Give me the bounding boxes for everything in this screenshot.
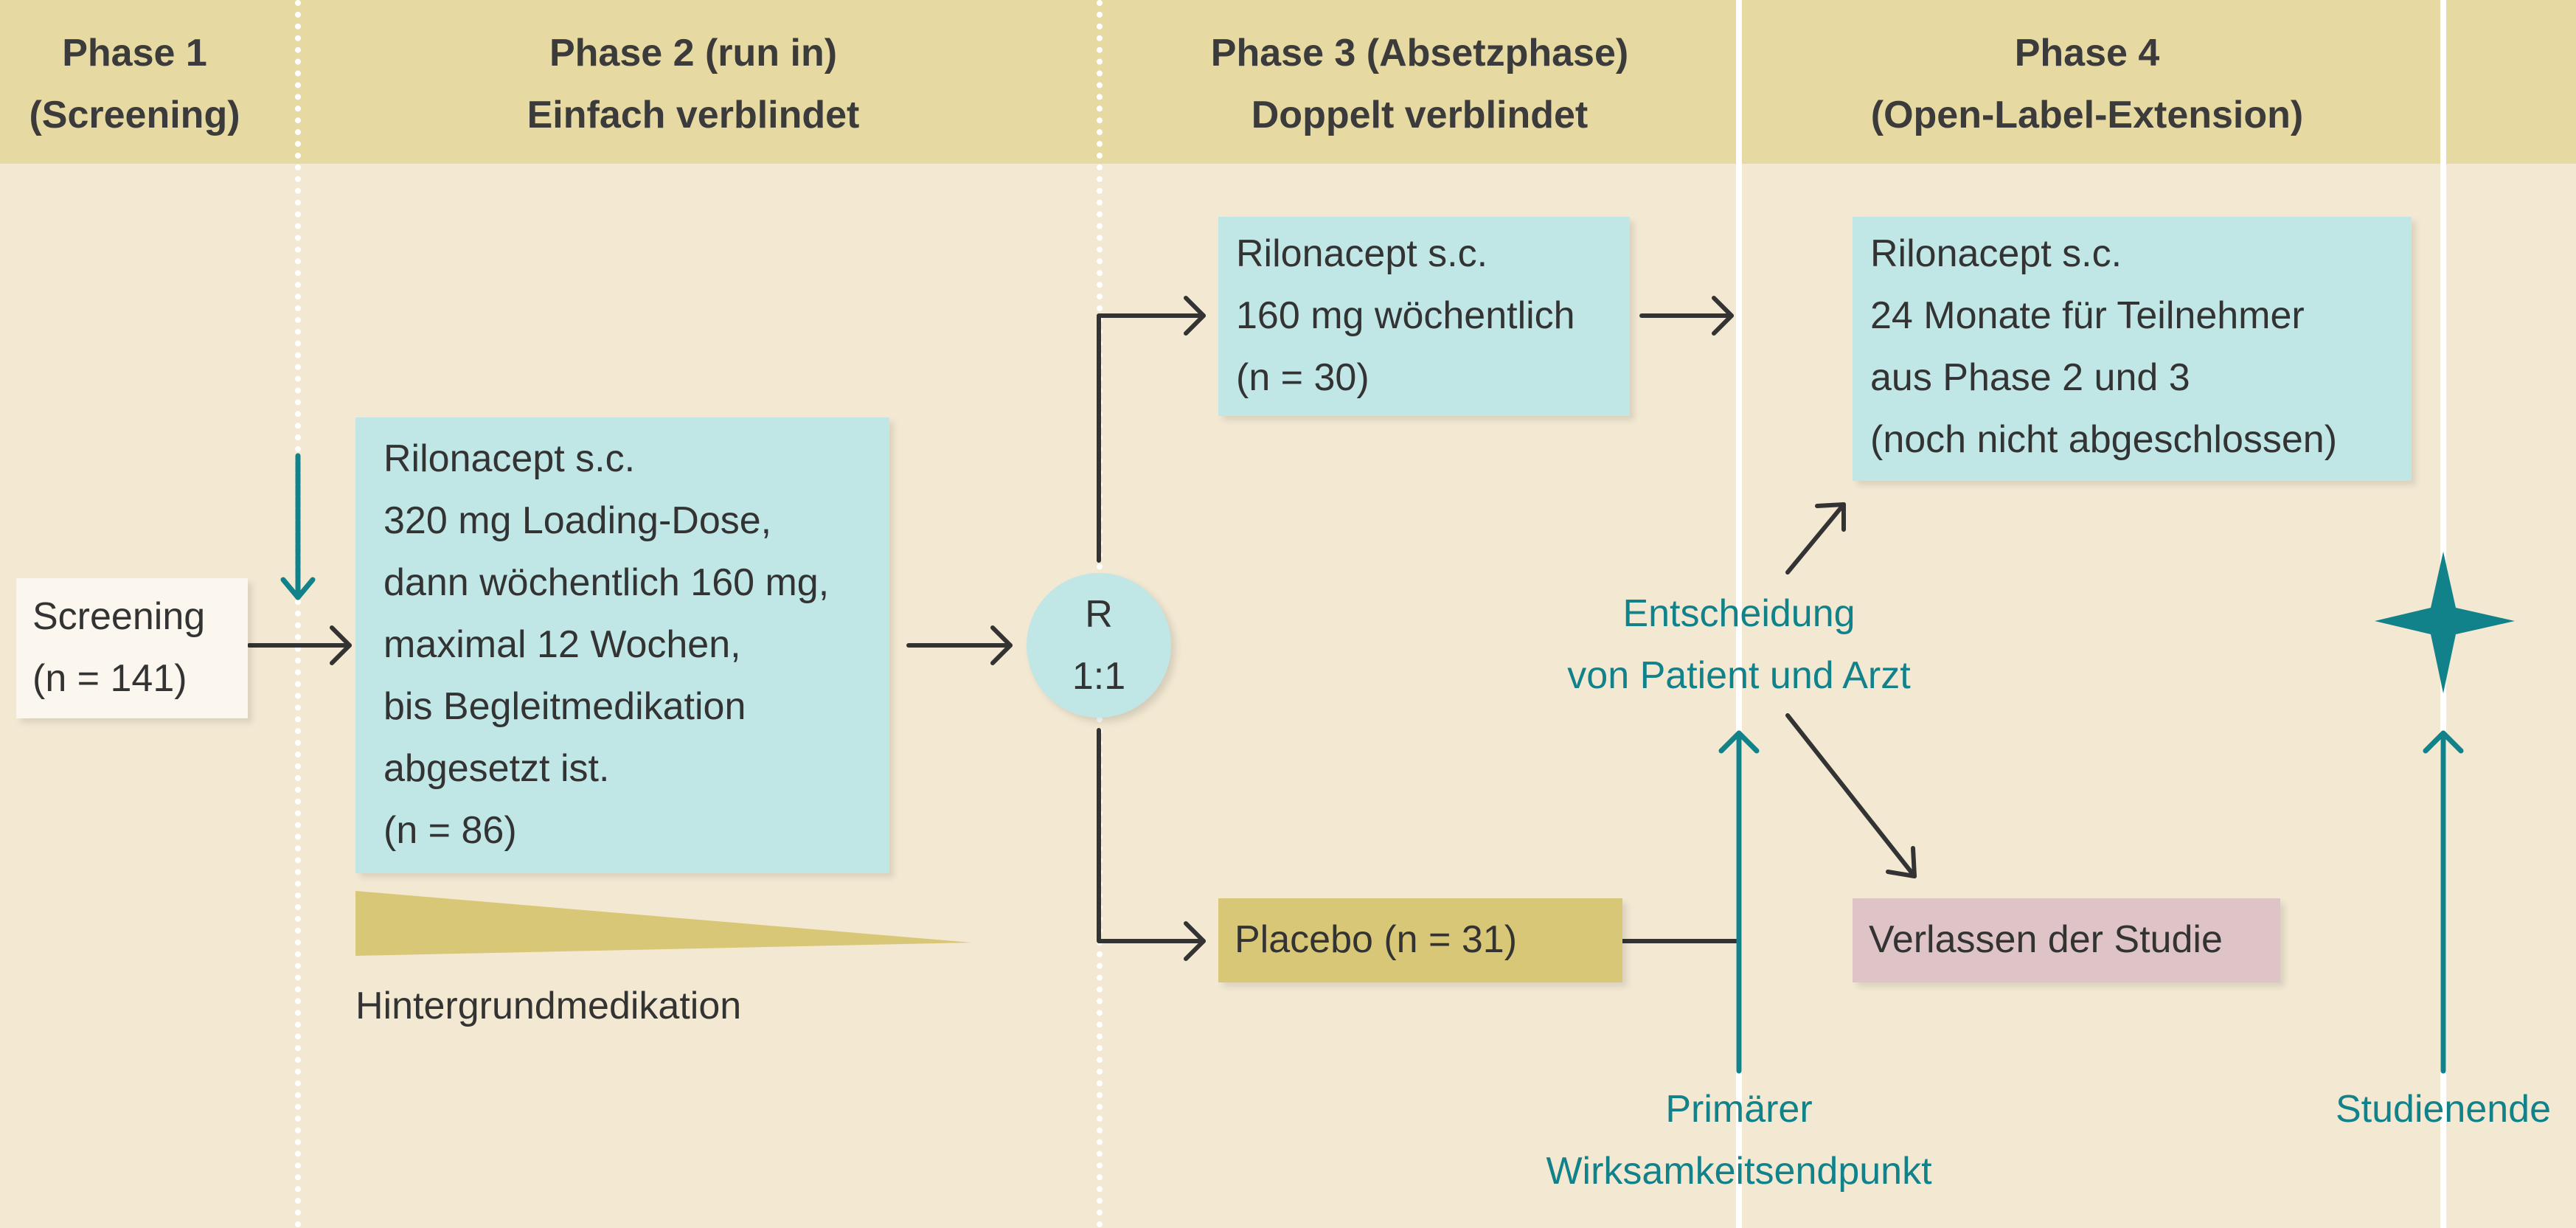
run-in-box: Rilonacept s.c. 320 mg Loading-Dose, dan… [355,417,889,873]
rilonacept-arm-line: 160 mg wöchentlich [1236,294,1575,337]
four-point-star-icon [2375,552,2515,693]
phase-divider-3 [1736,0,1742,1228]
arrowhead-decision-to-exit [1886,846,1917,878]
phase-4-heading: Phase 4(Open-Label-Extension) [1870,32,2304,136]
rilonacept-arm-line: Rilonacept s.c. [1236,232,1488,275]
extension-line: Rilonacept s.c. [1870,232,2122,275]
run-in-line: Rilonacept s.c. [383,437,636,480]
arrow-randomization-to-rilonacept [1097,313,1206,563]
run-in-line: maximal 12 Wochen, [383,623,741,666]
arrow-decision-to-extension [1785,502,1846,575]
background-medication-wedge [355,891,972,956]
randomization-letter: R [1085,593,1113,636]
primary-endpoint-arrowhead [1718,730,1760,754]
placebo-arm-box: Placebo (n = 31) [1218,898,1622,982]
placebo-label: Placebo (n = 31) [1235,918,1518,961]
arrowhead-randomization-to-rilonacept [1184,296,1206,336]
phase-3-heading: Phase 3 (Absetzphase)Doppelt verblindet [1210,32,1629,136]
extension-line: aus Phase 2 und 3 [1870,356,2190,399]
decision-label: Entscheidung von Patient und Arzt [1567,592,1911,697]
extension-box: Rilonacept s.c. 24 Monate für Teilnehmer… [1853,217,2412,481]
rilonacept-arm-line: (n = 30) [1236,356,1369,399]
arrow-randomization-to-placebo [1097,728,1206,943]
exit-study-box: Verlassen der Studie [1853,898,2280,982]
arrowhead-runin-to-randomization [990,625,1013,665]
randomization-node: R 1:1 [1027,573,1171,718]
exit-study-label: Verlassen der Studie [1869,918,2223,961]
extension-line: 24 Monate für Teilnehmer [1870,294,2305,337]
arrowhead-randomization-to-placebo [1184,921,1206,961]
randomization-ratio: 1:1 [1072,655,1126,698]
primary-endpoint-label: Primärer Wirksamkeitsendpunkt [1546,1088,1932,1193]
phase-1-heading: Phase 1(Screening) [29,32,240,136]
rilonacept-arm-box: Rilonacept s.c. 160 mg wöchentlich (n = … [1218,217,1630,416]
phase-divider-1 [295,0,301,1228]
screening-box: Screening (n = 141) [16,578,248,718]
run-in-line: bis Begleitmedikation [383,685,746,728]
study-end-arrowhead [2423,730,2464,754]
down-arrowhead [280,577,316,600]
arrowhead-decision-to-extension [1815,502,1846,532]
extension-line: (noch nicht abgeschlossen) [1870,418,2338,461]
arrowhead-rilonacept-to-extension [1712,296,1734,336]
study-end-label: Studienende [2335,1088,2552,1131]
arrowhead-screening-to-runin [330,625,352,665]
run-in-line: dann wöchentlich 160 mg, [383,561,830,604]
screening-count: (n = 141) [32,657,187,700]
phase-header-band [0,0,2576,164]
run-in-line: 320 mg Loading-Dose, [383,499,772,542]
arrow-decision-to-exit [1785,713,1917,878]
run-in-line: abgesetzt ist. [383,747,610,790]
run-in-line: (n = 86) [383,809,517,852]
background-medication-label: Hintergrundmedikation [355,985,742,1027]
phase-2-heading: Phase 2 (run in)Einfach verblindet [527,32,860,136]
screening-label: Screening [32,595,206,638]
